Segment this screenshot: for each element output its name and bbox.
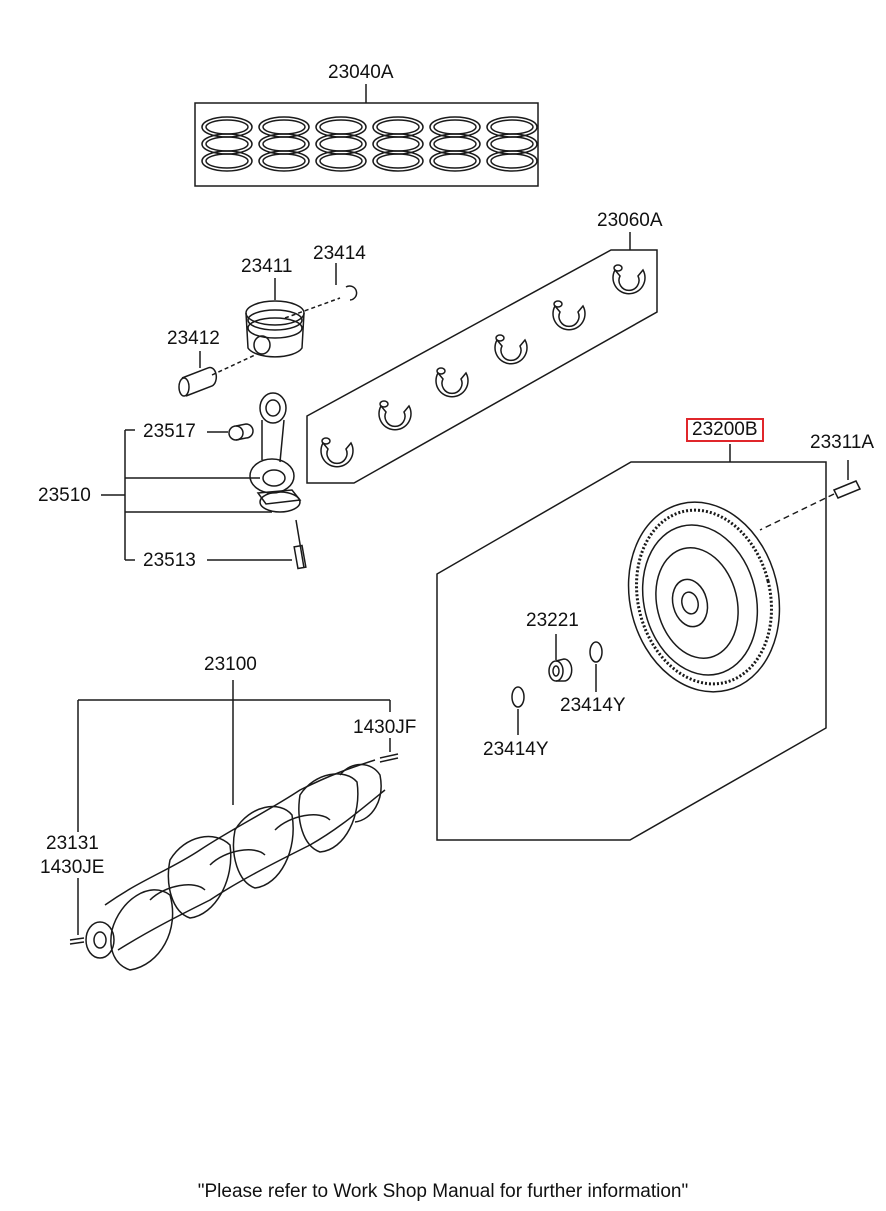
piston-ring xyxy=(258,150,310,172)
label-connecting-rod-assy[interactable]: 23510 xyxy=(38,485,91,506)
piston-ring-inner xyxy=(319,136,363,152)
piston-ring-inner xyxy=(376,136,420,152)
piston-ring-inner xyxy=(433,119,477,135)
piston-ring-inner xyxy=(376,153,420,169)
label-snap-ring-y-left[interactable]: 23414Y xyxy=(483,739,549,760)
label-piston-pin[interactable]: 23412 xyxy=(167,328,220,349)
label-crank-pin-bottom[interactable]: 1430JE xyxy=(40,857,105,878)
piston-ring-inner xyxy=(205,153,249,169)
piston-ring-inner xyxy=(433,153,477,169)
piston-ring-inner xyxy=(262,153,306,169)
bearing-tab xyxy=(495,334,505,342)
label-crankshaft[interactable]: 23100 xyxy=(204,654,257,675)
piston-ring-inner xyxy=(376,119,420,135)
bearing-tab xyxy=(613,264,623,272)
piston-ring xyxy=(486,150,538,172)
label-rod-bolt[interactable]: 23513 xyxy=(143,550,196,571)
piston-part[interactable] xyxy=(245,278,305,358)
bearing-set-panel[interactable] xyxy=(306,232,658,484)
pilot-bearing-part[interactable] xyxy=(548,634,573,682)
label-piston[interactable]: 23411 xyxy=(241,256,293,277)
bearing-tab xyxy=(436,367,446,375)
label-flywheel-bolt[interactable]: 23311A xyxy=(810,432,875,453)
bearing-tab xyxy=(379,400,389,408)
label-crank-pin-top[interactable]: 1430JF xyxy=(353,717,417,738)
connecting-rod-part[interactable] xyxy=(249,392,307,570)
piston-ring-inner xyxy=(319,153,363,169)
piston-ring-inner xyxy=(433,136,477,152)
bearing-shell xyxy=(435,371,469,398)
crank-pin-bottom-part[interactable] xyxy=(69,937,85,945)
piston-ring-inner xyxy=(262,119,306,135)
label-snap-ring[interactable]: 23414 xyxy=(313,243,366,264)
label-pilot-bearing[interactable]: 23221 xyxy=(526,610,579,631)
crank-pin-top-part[interactable] xyxy=(379,753,399,763)
label-piston-ring-set[interactable]: 23040A xyxy=(328,62,394,83)
label-flywheel-assy-highlighted[interactable]: 23200B xyxy=(686,418,764,442)
flywheel-group-panel[interactable] xyxy=(436,444,827,841)
piston-ring-inner xyxy=(205,136,249,152)
label-crank-key[interactable]: 23131 xyxy=(46,833,99,854)
flywheel-bolt-part[interactable] xyxy=(759,460,862,531)
label-snap-ring-y-right[interactable]: 23414Y xyxy=(560,695,626,716)
piston-ring xyxy=(429,150,481,172)
footer-note: "Please refer to Work Shop Manual for fu… xyxy=(197,1181,689,1202)
flywheel-part[interactable] xyxy=(609,486,799,708)
bearing-shell xyxy=(612,268,646,295)
bearing-shell xyxy=(552,304,586,331)
label-bearing-set[interactable]: 23060A xyxy=(597,210,663,231)
bearing-tab xyxy=(553,300,563,308)
piston-pin-part[interactable] xyxy=(178,351,256,397)
piston-ring-inner xyxy=(205,119,249,135)
piston-ring-inner xyxy=(262,136,306,152)
crankshaft-bracket xyxy=(77,680,391,935)
bearing-shell xyxy=(378,404,412,431)
bearing-shell xyxy=(320,441,354,468)
label-rod-bushing[interactable]: 23517 xyxy=(143,421,196,442)
snap-ring-y-right-part[interactable] xyxy=(589,641,603,692)
snap-ring-y-left-part[interactable] xyxy=(511,686,525,735)
piston-ring xyxy=(372,150,424,172)
piston-ring-inner xyxy=(319,119,363,135)
snap-ring-part[interactable] xyxy=(284,263,358,319)
bearing-shell xyxy=(494,338,528,365)
piston-ring-set-box[interactable] xyxy=(194,84,539,187)
piston-ring-inner xyxy=(490,136,534,152)
piston-ring xyxy=(315,150,367,172)
crankshaft-part[interactable] xyxy=(85,747,386,971)
piston-ring-inner xyxy=(490,153,534,169)
rod-bushing-part[interactable] xyxy=(228,423,254,441)
bearing-tab xyxy=(321,437,331,445)
piston-ring-inner xyxy=(490,119,534,135)
piston-ring xyxy=(201,150,253,172)
connecting-rod-bracket xyxy=(101,429,292,561)
